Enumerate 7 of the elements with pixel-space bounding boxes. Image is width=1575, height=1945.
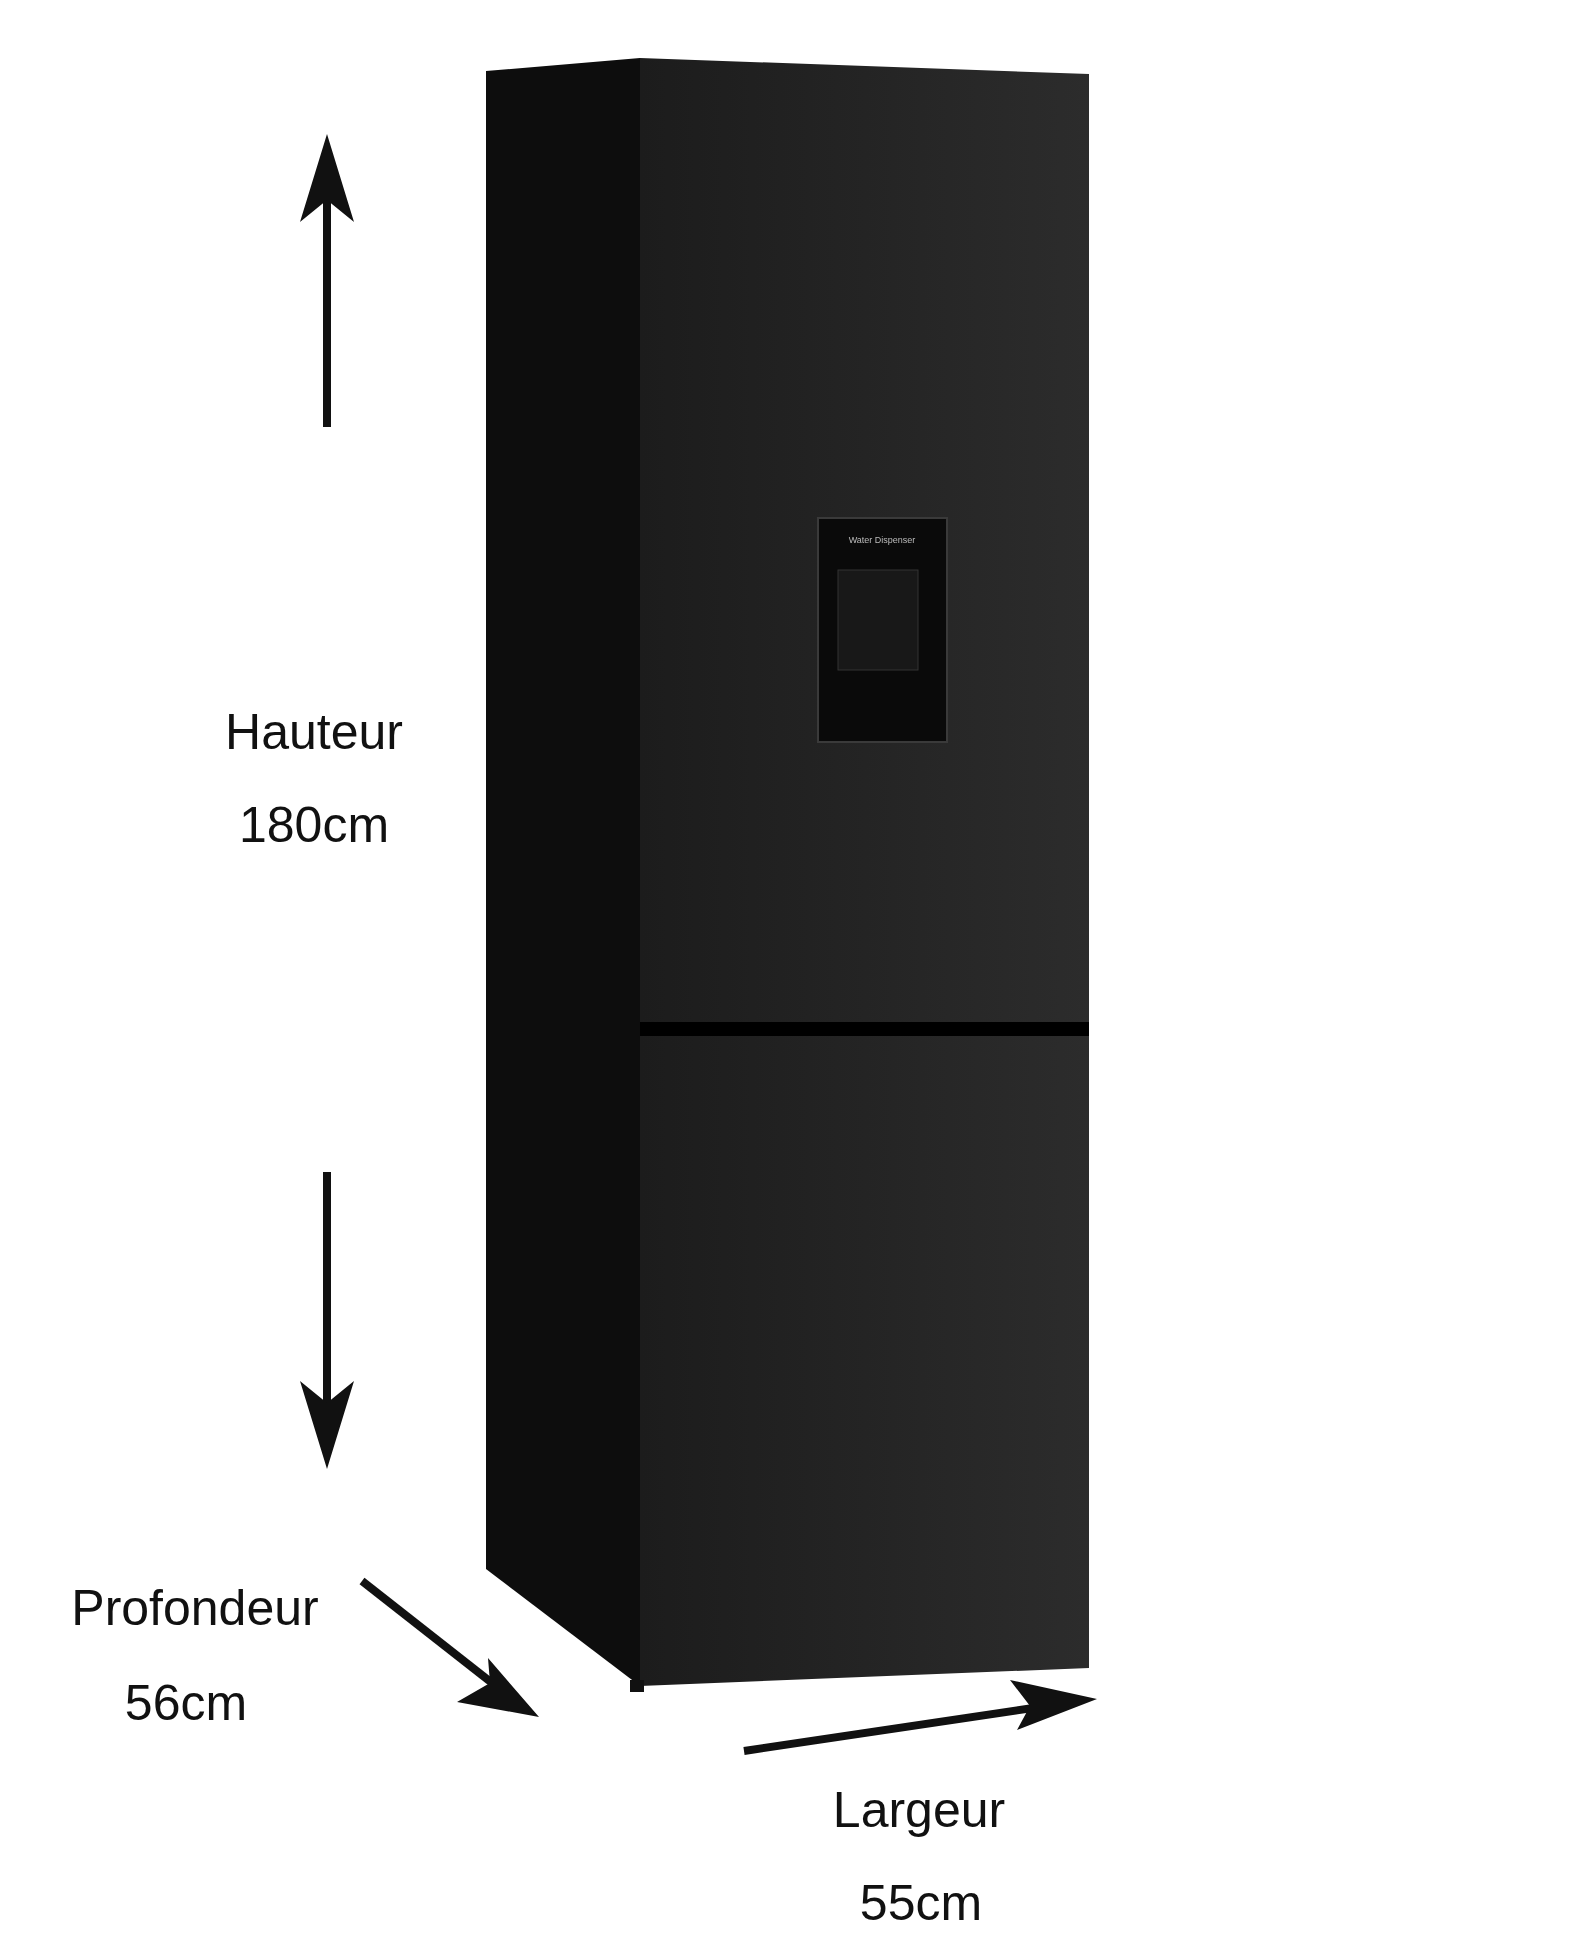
dimension-label: Profondeur: [71, 1579, 319, 1637]
dimension-label: Hauteur: [225, 703, 403, 761]
dimension-value: 56cm: [124, 1674, 248, 1732]
dispenser-label: Water Dispenser: [848, 535, 916, 545]
dimension-value: 180cm: [238, 796, 390, 854]
dimension-label: Largeur: [832, 1781, 1006, 1839]
dimension-value: 55cm: [859, 1874, 983, 1932]
